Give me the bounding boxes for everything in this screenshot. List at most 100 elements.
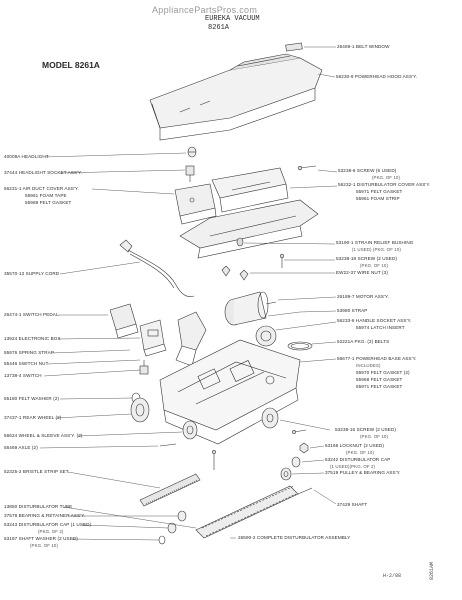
- label-foam-strip: 55961 FOAM STRIP: [356, 196, 400, 201]
- watermark: AppliancePartsPros.com: [152, 5, 258, 15]
- headlight-part: [187, 146, 197, 158]
- disturbulator-tube-part: [195, 485, 299, 539]
- powerhead-hood-part: [149, 53, 323, 141]
- label-disturbulator-tube: 13850 DISTURBULATOR TUBE: [4, 504, 73, 509]
- label-latch-insert: 55974 LATCH INSERT: [356, 325, 405, 330]
- handle-neck-part: [175, 311, 207, 367]
- label-strap: 53980 STRAP: [337, 308, 368, 313]
- leader-line: [301, 459, 325, 463]
- leader-line: [309, 445, 325, 449]
- leader-line: [317, 169, 338, 173]
- rear-wheel-part: [130, 397, 150, 423]
- label-screw-16-pkg: (PKG. OF 10): [360, 434, 389, 439]
- label-belts: 52221A PKG. (2) BELTS: [337, 339, 390, 344]
- electronic-box-part: [139, 319, 167, 357]
- label-wheel-sleeve: 56624 WHEEL & SLEEVE ASS'Y. (2): [4, 433, 83, 438]
- disturbulator-cover-part: [211, 167, 289, 213]
- leader-line: [81, 524, 169, 529]
- pulley-bearing-part: [280, 467, 292, 481]
- label-disturbulator-cap-r: 53242 DISTURBULATOR CAP: [325, 457, 391, 462]
- label-switch-pedal: 26474-1 SWITCH PEDAL: [4, 312, 59, 317]
- label-switch-nut: 55446 SWITCH NUT: [4, 361, 49, 366]
- leader-line: [59, 169, 186, 174]
- label-complete-disturbulator: 26590-2 COMPLETE DISTURBULATOR ASSEMBLY: [238, 535, 351, 540]
- label-disturbulator-cover: 56232-1 DISTURBULATOR COVER ASS'Y.: [338, 182, 431, 187]
- leader-line: [275, 321, 337, 331]
- leader-line: [59, 261, 141, 275]
- screw-vertical-part: [212, 450, 216, 470]
- label-bristle-strip: 52325-2 BRISTLE STRIP SET: [4, 469, 69, 474]
- label-wire-nut: EW22-37 WIRE NUT (3): [336, 270, 388, 275]
- label-pulley-bearing: 37519 PULLEY & BEARING ASS'Y.: [325, 470, 401, 475]
- label-foam-tape: 55961 FOAM TAPE: [25, 193, 67, 198]
- document-code: H-2/88: [383, 573, 402, 579]
- handle-socket-part: [255, 325, 277, 347]
- label-screw-6-pkg: (PKG. OF 10): [372, 175, 401, 180]
- leader-line: [279, 419, 331, 431]
- label-shaft-washer: 53167 SHAFT WASHER (2 USED): [4, 536, 78, 541]
- wheel-sleeve-part: [182, 420, 198, 440]
- locknut-part: [299, 442, 309, 454]
- label-axle: 56469 AXLE (2): [4, 445, 38, 450]
- leader-line: [291, 472, 325, 475]
- model-label: MODEL 8261A: [42, 60, 100, 70]
- leader-line: [55, 413, 132, 419]
- label-shaft-washer-pkg: (PKG. OF 10): [30, 543, 59, 548]
- label-felt-gasket-55970: 55970 FELT GASKET (2): [356, 370, 410, 375]
- label-handle-socket: 56233-6 HANDLE SOCKET ASS'Y.: [337, 318, 412, 323]
- model-number-header: 8261A: [208, 24, 230, 32]
- label-screw-6: 53238-6 SCREW (6 USED): [338, 168, 397, 173]
- label-strain-relief: 53190-1 STRAIN RELIEF BUSHING: [336, 240, 414, 245]
- leader-line: [47, 359, 141, 365]
- leader-line: [59, 397, 133, 400]
- label-disturbulator-cap-l: 53243 DISTURBULATOR CAP (1 USED): [4, 522, 92, 527]
- motor-part: [224, 291, 277, 326]
- leader-line: [77, 431, 183, 437]
- leader-line: [299, 358, 337, 363]
- shaft-washer-part: [158, 535, 166, 545]
- label-felt-gasket-55971b: 55971 FELT GASKET: [356, 384, 403, 389]
- leader-line: [63, 506, 197, 529]
- label-electronic-box: 13924 ELECTRONIC BOX: [4, 336, 61, 341]
- supply-cord-part: [119, 239, 195, 297]
- leader-line: [57, 337, 141, 340]
- leader-line: [71, 538, 160, 541]
- brand-header: EUREKA VACUUM: [205, 15, 260, 23]
- leader-line: [43, 369, 141, 377]
- belt-window-part: [285, 42, 303, 52]
- label-felt-gasket-55971a: 55971 FELT GASKET: [356, 189, 403, 194]
- label-belt-window: 26469-1 BELT WINDOW: [337, 44, 390, 49]
- switch-part: [139, 360, 149, 375]
- leader-line: [243, 242, 336, 245]
- screw-16-part: [292, 429, 307, 434]
- label-includes: INCLUDES): [356, 363, 381, 368]
- label-locknut-pkg: (PKG. OF 10): [346, 450, 375, 455]
- label-motor: 26189-7 MOTOR ASS'Y.: [337, 294, 389, 299]
- leader-line: [67, 471, 161, 489]
- label-disturbulator-cap-r-pkg: (1 USED)(PKG. OF 2): [330, 464, 376, 469]
- axle-part: [159, 443, 177, 447]
- label-screw-18-pkg: (PKG. OF 10): [360, 263, 389, 268]
- bristle-strip-part: [139, 473, 201, 507]
- screw-18-part: [279, 253, 285, 268]
- switch-pedal-part: [109, 303, 139, 339]
- label-powerhead-base: 56677-1 POWERHEAD BASE ASS'Y.: [337, 356, 417, 361]
- leader-line: [313, 489, 337, 505]
- label-headlight: 40009A HEADLIGHT: [4, 154, 49, 159]
- leader-line: [317, 73, 336, 78]
- label-screw-18: 53238-18 SCREW (2 USED): [336, 256, 398, 261]
- label-air-duct-cover: 56231-1 AIR DUCT COVER ASS'Y.: [4, 186, 79, 191]
- disturbulator-cap-right-part: [291, 456, 301, 468]
- leader-line: [267, 310, 337, 317]
- leader-line: [311, 341, 337, 345]
- label-switch: 13738-4 SWITCH: [4, 373, 42, 378]
- label-headlight-socket: 37444 HEADLIGHT SOCKET ASS'Y.: [4, 170, 83, 175]
- label-locknut: 53168 LOCKNUT (2 USED): [325, 443, 385, 448]
- front-wheel-part: [261, 407, 279, 429]
- label-disturbulator-cap-l-pkg: (PKG. OF 2): [38, 529, 64, 534]
- leader-line: [277, 296, 337, 301]
- label-felt-washer: 55180 FELT WASHER (2): [4, 396, 60, 401]
- label-bearing-retainer: 37578 BEARING & RETAINER ASS'Y.: [4, 513, 86, 518]
